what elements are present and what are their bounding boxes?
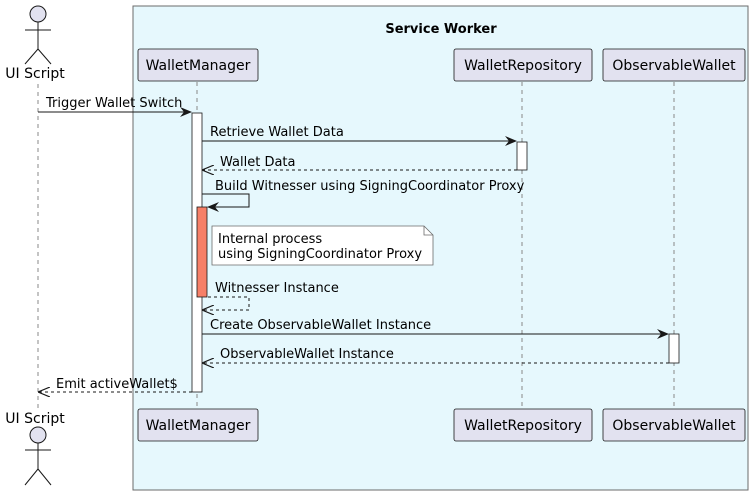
message-trigger-wallet-switch: Trigger Wallet Switch xyxy=(38,96,192,117)
message-observable-wallet-instance: ObservableWallet Instance xyxy=(203,347,669,363)
activation-observable-wallet xyxy=(668,333,680,364)
participant-label: WalletManager xyxy=(146,58,251,74)
note-internal-process: Internal process using SigningCoordinato… xyxy=(211,225,434,266)
note-line: Internal process xyxy=(218,232,322,247)
message-label: Retrieve Wallet Data xyxy=(210,125,344,140)
message-label: Witnesser Instance xyxy=(215,281,339,296)
message-label: ObservableWallet Instance xyxy=(220,347,394,362)
actor-label: UI Script xyxy=(5,66,65,82)
activations xyxy=(191,112,680,393)
stick-figure-icon xyxy=(24,426,52,486)
participant-observable-wallet-bottom: ObservableWallet xyxy=(602,408,746,442)
activation-wallet-repository xyxy=(516,141,528,171)
message-wallet-data: Wallet Data xyxy=(203,155,517,170)
message-retrieve-wallet-data: Retrieve Wallet Data xyxy=(202,125,517,146)
participant-label: WalletRepository xyxy=(464,418,582,434)
participant-label: ObservableWallet xyxy=(612,58,736,74)
participant-label: WalletRepository xyxy=(464,58,582,74)
participant-wallet-repository-bottom: WalletRepository xyxy=(453,408,593,442)
message-witnesser-instance: Witnesser Instance xyxy=(203,281,339,310)
message-label: Emit activeWallet$ xyxy=(56,377,178,392)
message-build-witnesser: Build Witnesser using SigningCoordinator… xyxy=(202,179,525,212)
message-emit-active-wallet: Emit activeWallet$ xyxy=(39,377,192,392)
actor-ui-script-top: UI Script xyxy=(5,5,65,82)
message-label: Trigger Wallet Switch xyxy=(45,96,182,111)
participant-observable-wallet-top: ObservableWallet xyxy=(602,48,746,82)
participant-label: WalletManager xyxy=(146,418,251,434)
note-line: using SigningCoordinator Proxy xyxy=(218,247,422,262)
participant-wallet-manager-top: WalletManager xyxy=(137,48,259,82)
boundary-title: Service Worker xyxy=(385,22,497,37)
actor-ui-script-bottom: UI Script xyxy=(5,411,65,486)
participant-wallet-manager-bottom: WalletManager xyxy=(137,408,259,442)
message-label: Wallet Data xyxy=(220,155,295,170)
message-label: Create ObservableWallet Instance xyxy=(210,318,431,333)
message-label: Build Witnesser using SigningCoordinator… xyxy=(215,179,525,194)
activation-witnesser-build xyxy=(196,206,208,298)
participant-wallet-repository-top: WalletRepository xyxy=(453,48,593,82)
actor-label: UI Script xyxy=(5,411,65,427)
message-create-observable-wallet: Create ObservableWallet Instance xyxy=(202,318,669,339)
participant-label: ObservableWallet xyxy=(612,418,736,434)
stick-figure-icon xyxy=(24,5,52,65)
